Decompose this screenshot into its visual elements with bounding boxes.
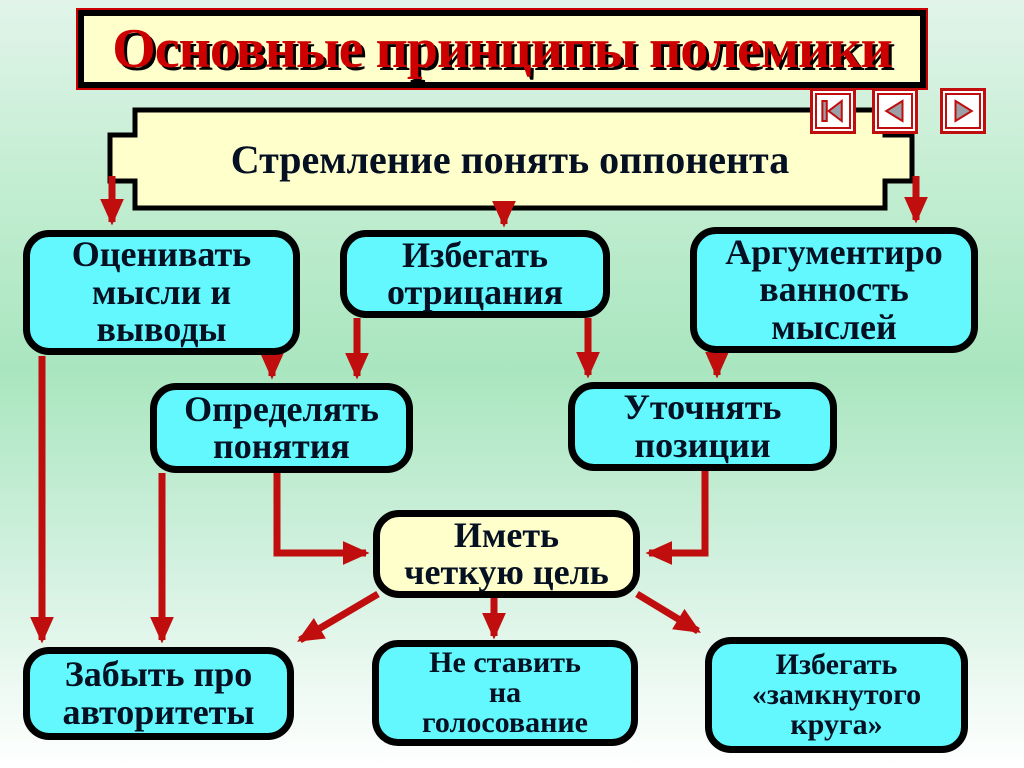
slide-title-box: Основные принципы полемики — [76, 8, 928, 90]
arrow-cel-to-krug — [635, 591, 701, 634]
arrow-opredelyat-to-cel — [273, 473, 370, 565]
nav-first-slide-button[interactable] — [810, 88, 856, 134]
arrow-cel-to-zabyt — [296, 590, 380, 644]
node-izbegat-otricaniya: Избегать отрицания — [340, 230, 610, 318]
arrow-utochnyat-to-cel — [645, 471, 709, 565]
node-ocenivat-mysli: Оценивать мысли и выводы — [23, 230, 300, 355]
node-ne-stavit-na-golosovanie: Не ставить на голосование — [372, 640, 638, 746]
node-zabyt-pro-avtoritety: Забыть про авторитеты — [23, 647, 294, 740]
slide-title: Основные принципы полемики — [112, 18, 893, 80]
node-argumentirovannost: Аргументиро ванность мыслей — [690, 227, 978, 353]
node-izbegat-zamknutogo-kruga: Избегать «замкнутого круга» — [705, 637, 968, 753]
node-opredelyat-ponyatiya: Определять понятия — [150, 383, 413, 473]
banner-shape — [107, 107, 915, 211]
node-imet-chetkuyu-cel: Иметь четкую цель — [373, 510, 640, 598]
first-slide-icon — [815, 93, 851, 129]
next-slide-icon — [945, 93, 981, 129]
banner-label: Стремление понять оппонента — [230, 136, 790, 182]
previous-slide-icon — [877, 93, 913, 129]
nav-previous-slide-button[interactable] — [872, 88, 918, 134]
node-utochnyat-pozicii: Уточнять позиции — [568, 382, 837, 471]
nav-next-slide-button[interactable] — [940, 88, 986, 134]
